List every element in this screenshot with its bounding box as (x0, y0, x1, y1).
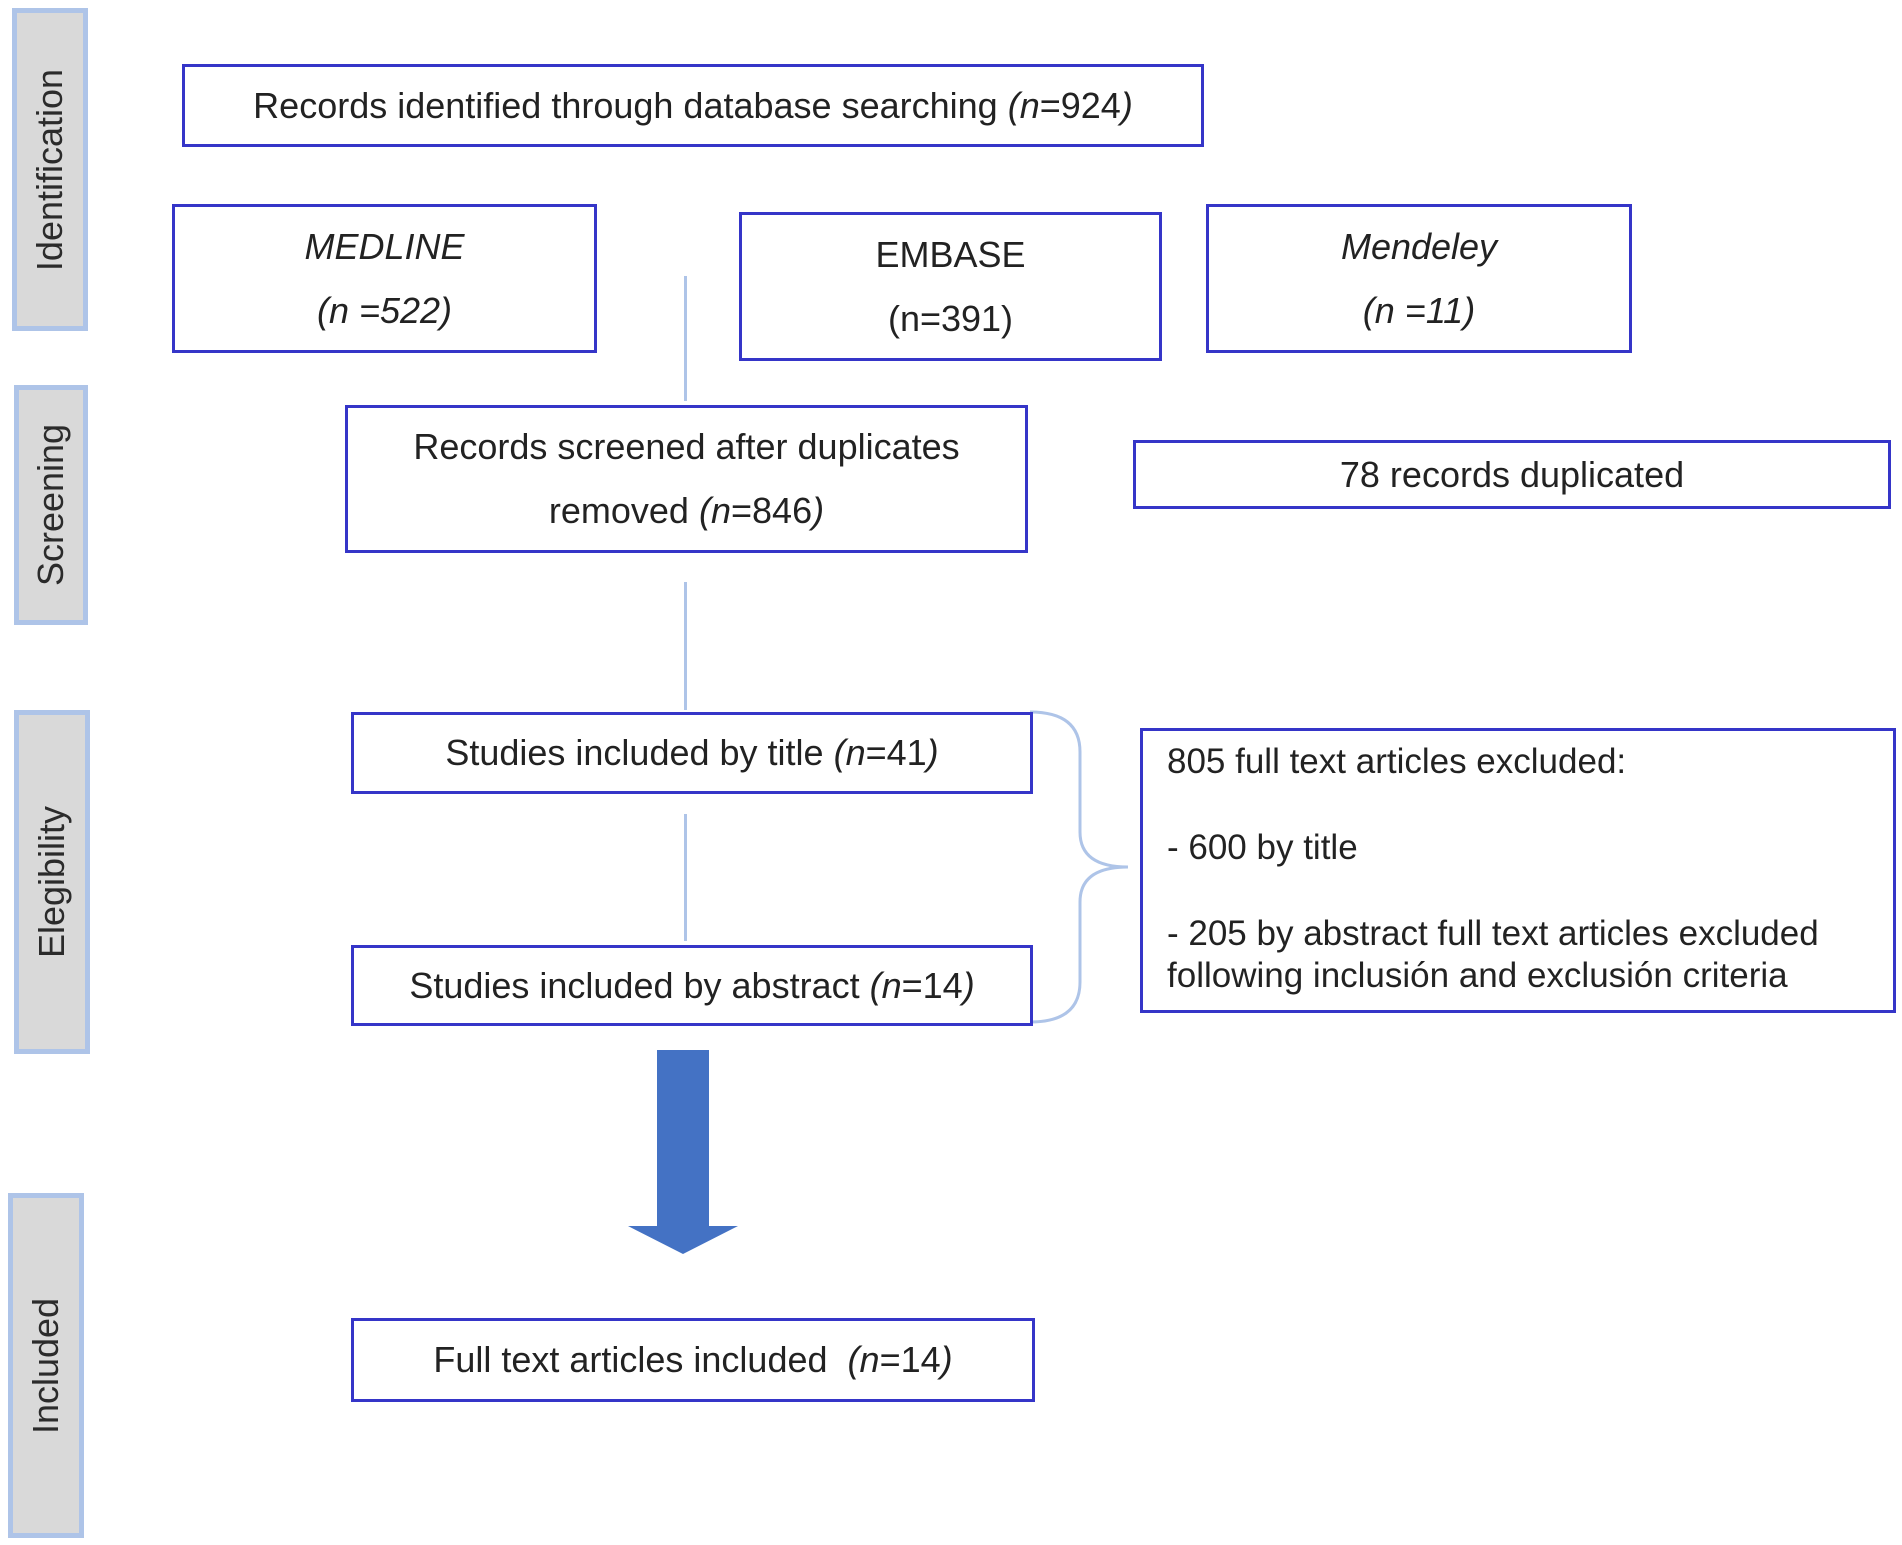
studies-by-title-text: Studies included by title (n=41) (445, 732, 939, 773)
embase-box: EMBASE (n=391) (739, 212, 1162, 361)
exclusion-brace (1029, 710, 1129, 1024)
excluded-item-by-abstract-line1: - 205 by abstract full text articles exc… (1167, 914, 1819, 953)
studies-by-abstract-box: Studies included by abstract (n=14) (351, 945, 1033, 1026)
records-screened-line2: removed (n=846) (548, 490, 825, 531)
connector-sources-to-screened (684, 276, 687, 401)
stage-screening: Screening (14, 385, 88, 625)
down-arrow (628, 1050, 738, 1254)
stage-identification: Identification (12, 8, 88, 331)
full-text-included-text: Full text articles included (n=14) (433, 1339, 953, 1380)
mendeley-name: Mendeley (1340, 225, 1498, 267)
excluded-item-by-abstract-line2: following inclusión and exclusión criter… (1167, 956, 1788, 995)
connector-screened-to-title (684, 582, 687, 710)
studies-by-abstract-text: Studies included by abstract (n=14) (409, 964, 975, 1006)
stage-included: Included (8, 1193, 84, 1538)
stage-elegibility: Elegibility (14, 710, 90, 1054)
records-duplicated-box: 78 records duplicated (1133, 440, 1891, 509)
excluded-heading: 805 full text articles excluded: (1167, 742, 1627, 781)
mendeley-box: Mendeley (n =11) (1206, 204, 1632, 353)
embase-name: EMBASE (875, 233, 1026, 275)
medline-box: MEDLINE (n =522) (172, 204, 597, 353)
studies-by-title-box: Studies included by title (n=41) (351, 712, 1033, 794)
records-screened-box: Records screened after duplicates remove… (345, 405, 1028, 553)
medline-count: (n =522) (316, 289, 453, 331)
records-identified-text: Records identified through database sear… (253, 84, 1133, 126)
mendeley-count: (n =11) (1362, 289, 1476, 331)
medline-name: MEDLINE (304, 225, 465, 267)
excluded-item-by-title: - 600 by title (1167, 828, 1358, 867)
full-text-included-box: Full text articles included (n=14) (351, 1318, 1035, 1402)
records-identified-box: Records identified through database sear… (182, 64, 1204, 147)
embase-count: (n=391) (887, 297, 1014, 339)
records-duplicated-text: 78 records duplicated (1339, 453, 1685, 495)
excluded-articles-box: 805 full text articles excluded: - 600 b… (1140, 728, 1896, 1013)
connector-title-to-abstract (684, 814, 687, 941)
records-screened-line1: Records screened after duplicates (413, 426, 960, 467)
